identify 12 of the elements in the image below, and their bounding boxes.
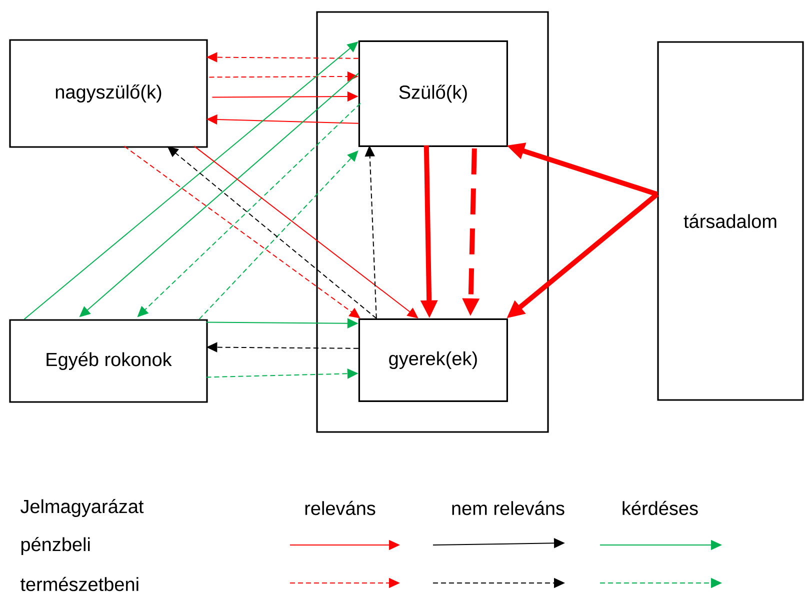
household-frame (316, 11, 549, 433)
column-heading: releváns (305, 500, 376, 516)
person-box: Szülő(k) (358, 40, 508, 147)
legend-heading: Jelmagyarázat (20, 499, 144, 517)
society-box: társadalom (657, 41, 804, 401)
person-box: Egyéb rokonok (9, 319, 208, 403)
person-box: nagyszülő(k) (9, 39, 208, 148)
person-box: gyerek(ek) (358, 318, 508, 402)
row-heading: pénzbeli (21, 537, 90, 555)
column-heading: kérdéses (622, 500, 698, 516)
row-heading: természetbeni (20, 576, 138, 592)
column-heading: nem releváns (452, 500, 564, 516)
